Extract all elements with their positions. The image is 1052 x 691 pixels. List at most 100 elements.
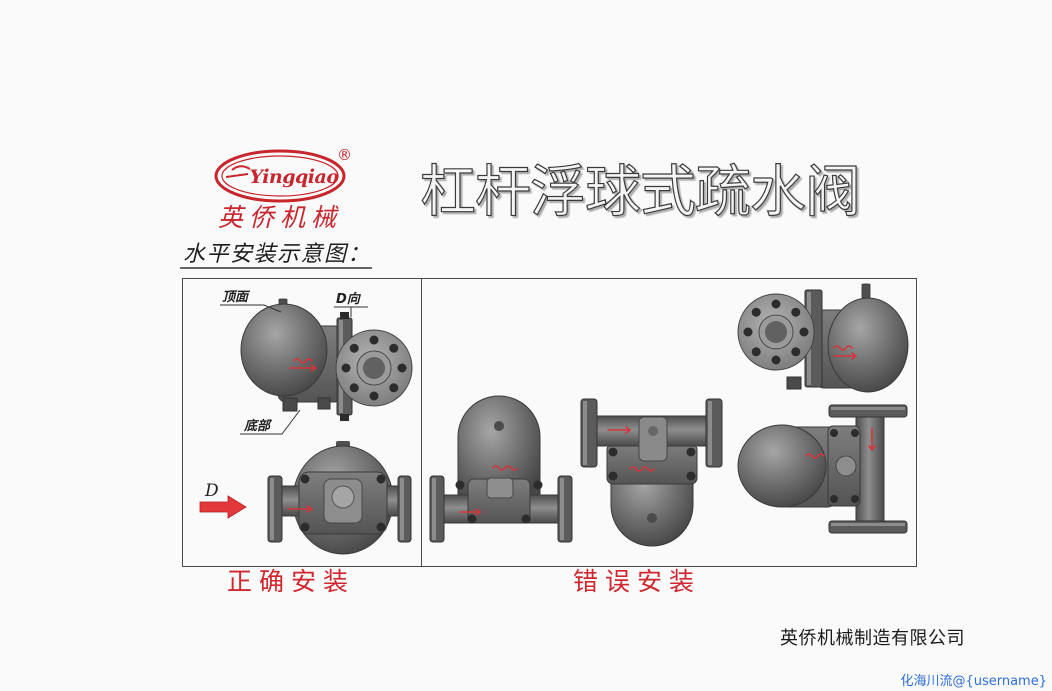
bolt xyxy=(300,474,310,484)
bolt xyxy=(686,471,696,481)
inlet-outlet-pipe xyxy=(855,413,885,525)
bolt xyxy=(830,495,838,503)
valve-side-view xyxy=(240,298,413,421)
bolt xyxy=(300,522,310,532)
valve-wrong-vertical-pipe xyxy=(737,404,908,534)
caption-correct-installation: 正确安装 xyxy=(227,567,355,596)
flange-nut xyxy=(340,312,349,319)
valve-wrong-flange-facing xyxy=(737,283,909,393)
label-top-face: 顶面 xyxy=(222,290,251,305)
pipe-bore xyxy=(363,357,385,379)
bolt xyxy=(851,495,859,503)
bottom-foot xyxy=(786,376,802,390)
outlet-flange-highlight xyxy=(831,523,905,526)
flow-marking xyxy=(805,427,876,459)
dome-vent xyxy=(494,421,504,431)
brand-logo: Yingqiao ® xyxy=(214,146,352,203)
outlet-flange-highlight xyxy=(560,478,564,540)
page-title: 杠杆浮球式疏水阀 xyxy=(420,160,860,225)
bolt xyxy=(851,429,859,437)
outlet-flange xyxy=(397,475,412,543)
brand-name-cn: 英侨机械 xyxy=(218,203,342,232)
watermark: 化海川流@{username} xyxy=(900,674,1047,689)
section-heading: 水平安装示意图： xyxy=(183,242,371,267)
inlet-flange-highlight xyxy=(583,401,587,465)
bolt xyxy=(467,514,477,524)
bolt-hole xyxy=(389,343,399,353)
logo-outer-ring xyxy=(214,149,346,203)
bolt-hole xyxy=(369,391,379,401)
boss-cap xyxy=(648,426,658,436)
inlet-flange xyxy=(828,404,908,418)
bolt-hole xyxy=(341,363,351,373)
flow-marking xyxy=(287,505,314,513)
outlet-flange-highlight xyxy=(708,401,712,465)
valve-wrong-dome-down xyxy=(580,398,723,547)
bolt-hole xyxy=(369,335,379,345)
bolt xyxy=(376,474,386,484)
float-chamber-dome xyxy=(737,424,827,508)
leader-line-top-face xyxy=(220,304,282,313)
boss-cap xyxy=(331,485,355,509)
bolt xyxy=(608,471,618,481)
bolt-hole xyxy=(791,347,801,357)
outlet-flange xyxy=(828,520,908,534)
center-boss xyxy=(486,477,514,499)
bottom-foot xyxy=(282,397,298,412)
bolt-hole xyxy=(751,347,761,357)
inlet-flange-highlight xyxy=(432,478,436,540)
logo-wordmark: Yingqiao xyxy=(249,166,339,188)
red-right-arrow-icon xyxy=(199,495,247,519)
label-view-direction: D向 xyxy=(336,291,362,307)
inlet-flange-highlight xyxy=(831,407,905,410)
bolt-hole xyxy=(349,383,359,393)
bolt xyxy=(608,447,618,457)
caption-wrong-installation: 错误安装 xyxy=(573,567,701,596)
float-chamber-dome xyxy=(457,395,541,506)
bolt xyxy=(686,447,696,457)
label-bottom: 底部 xyxy=(243,418,273,434)
center-boss xyxy=(835,455,857,477)
bolt xyxy=(533,480,543,490)
bolt xyxy=(830,429,838,437)
registered-mark: ® xyxy=(337,146,352,164)
bolt-hole xyxy=(397,363,407,373)
float-chamber-dome xyxy=(827,297,909,393)
top-vent-stub xyxy=(861,283,871,299)
bolt-hole xyxy=(791,307,801,317)
bolt-hole xyxy=(771,355,781,365)
bottom-foot xyxy=(317,397,331,410)
bolt-hole xyxy=(743,327,753,337)
side-view-labels: 顶面 D向 底部 xyxy=(220,290,368,435)
flow-marking xyxy=(833,345,858,360)
view-direction-arrow: D xyxy=(199,481,247,519)
logo-swoosh-icon xyxy=(225,165,251,178)
bolt xyxy=(521,514,531,524)
inlet-flange-highlight xyxy=(270,478,274,540)
leader-line-bottom xyxy=(240,409,301,435)
arrow-label-d: D xyxy=(204,481,219,501)
bolt xyxy=(376,522,386,532)
bolt-hole xyxy=(349,343,359,353)
flange-nut xyxy=(340,414,349,421)
bolt-hole xyxy=(799,327,809,337)
bolt xyxy=(455,480,465,490)
valve-wrong-dome-up xyxy=(429,395,573,543)
installation-diagram-frame xyxy=(182,278,917,567)
bolt-hole xyxy=(389,383,399,393)
frame-border xyxy=(182,278,917,567)
center-boss xyxy=(638,416,668,462)
company-name: 英侨机械制造有限公司 xyxy=(780,628,965,649)
flow-marking xyxy=(459,465,518,516)
logo-inner-ring xyxy=(221,155,339,197)
dome-drain xyxy=(647,513,657,523)
float-chamber-dome xyxy=(240,303,328,397)
bolt-hole xyxy=(751,307,761,317)
flow-marking xyxy=(607,426,655,472)
pipe-bore xyxy=(765,321,787,343)
bolt-hole xyxy=(771,299,781,309)
flow-marking xyxy=(289,358,318,372)
valve-front-view xyxy=(267,441,412,555)
